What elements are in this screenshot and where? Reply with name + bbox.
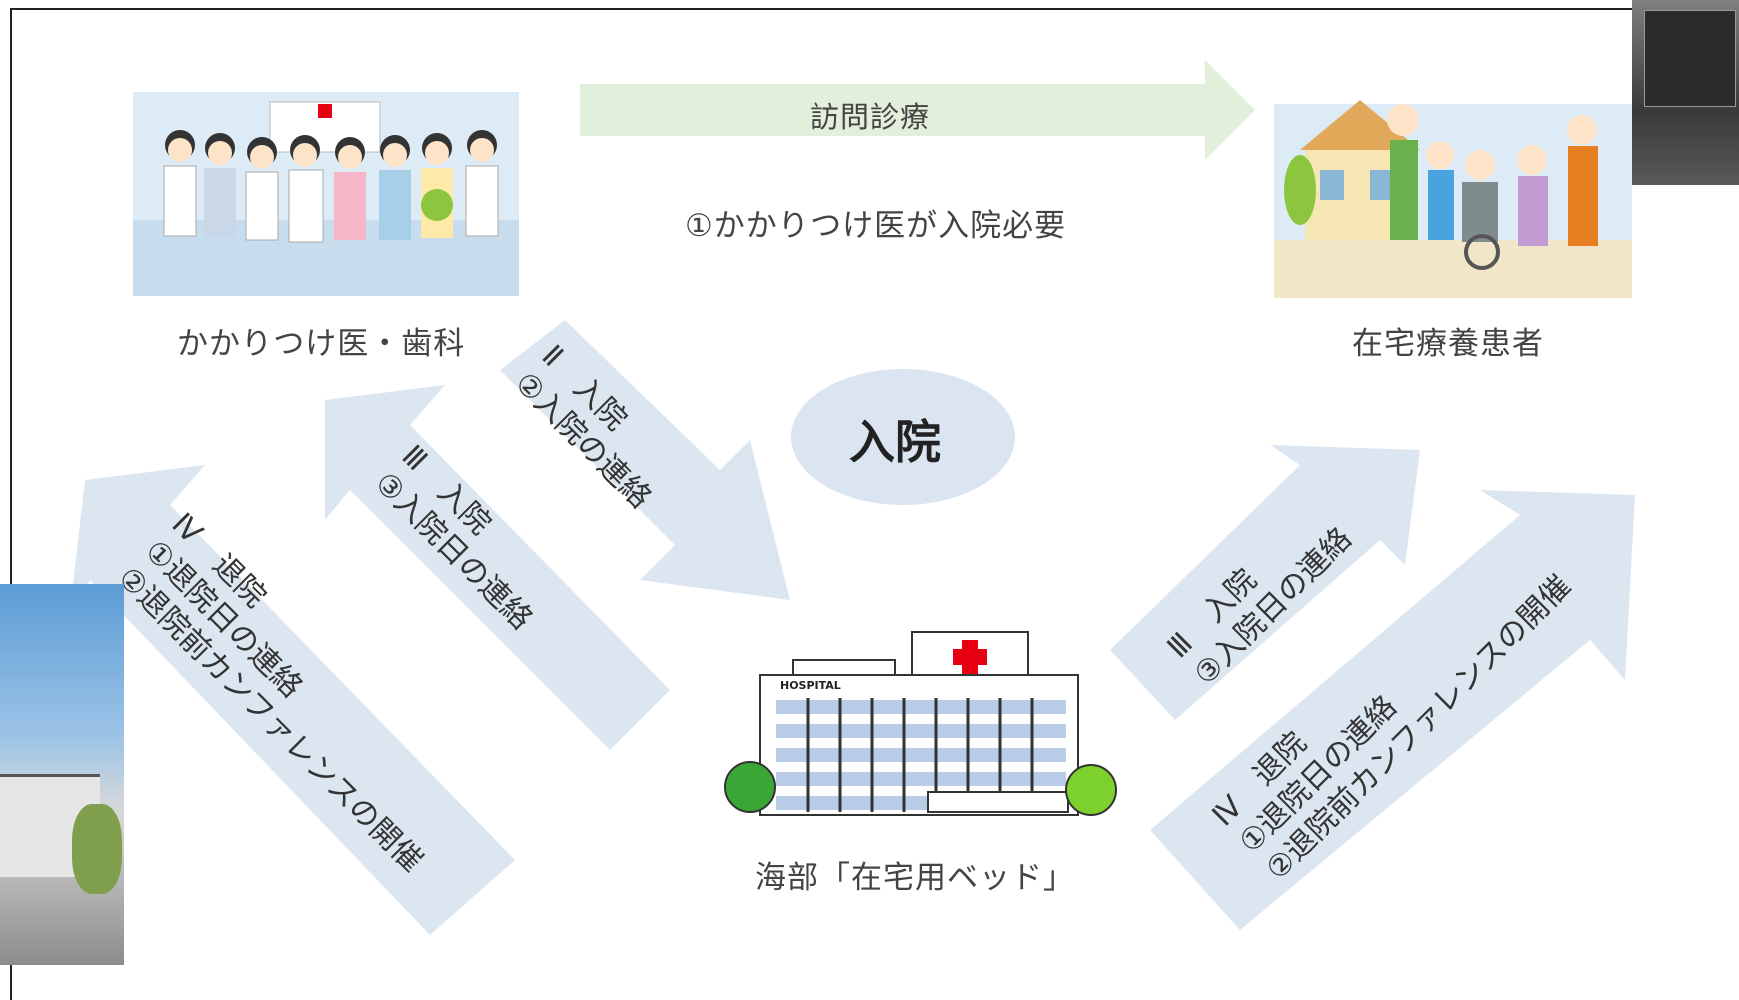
video-thumbnail-building-left[interactable] [0, 584, 124, 965]
arrow-right-admission-date [1110, 445, 1420, 720]
video-thumbnail-building-right[interactable] [1632, 0, 1739, 185]
arrow-right-discharge [1150, 490, 1635, 930]
arrow-left-discharge [70, 465, 515, 935]
admission-ellipse [791, 369, 1015, 505]
admission-title: 入院 [849, 415, 941, 469]
slide-frame [10, 8, 1632, 1000]
hospital-sign-text: HOSPITAL [780, 679, 841, 692]
hospital-building [724, 631, 1117, 816]
tree-shape [72, 804, 122, 894]
home-visit-arrow [580, 60, 1255, 160]
diagram-canvas [70, 60, 1635, 935]
need-admission-label: ①かかりつけ医が入院必要 [685, 208, 1067, 244]
building-shape [1644, 10, 1736, 107]
arrow-left-admission-date [325, 385, 670, 750]
home-patients-illustration [1274, 100, 1632, 298]
home-visit-label: 訪問診療 [810, 100, 931, 134]
hospital-label: 海部「在宅用ベッド」 [755, 860, 1075, 896]
doctors-illustration [133, 92, 519, 296]
arrow-left-admission-contact [500, 320, 790, 600]
home-patient-label: 在宅療養患者 [1352, 326, 1544, 362]
doctor-label: かかりつけ医・歯科 [177, 326, 466, 362]
